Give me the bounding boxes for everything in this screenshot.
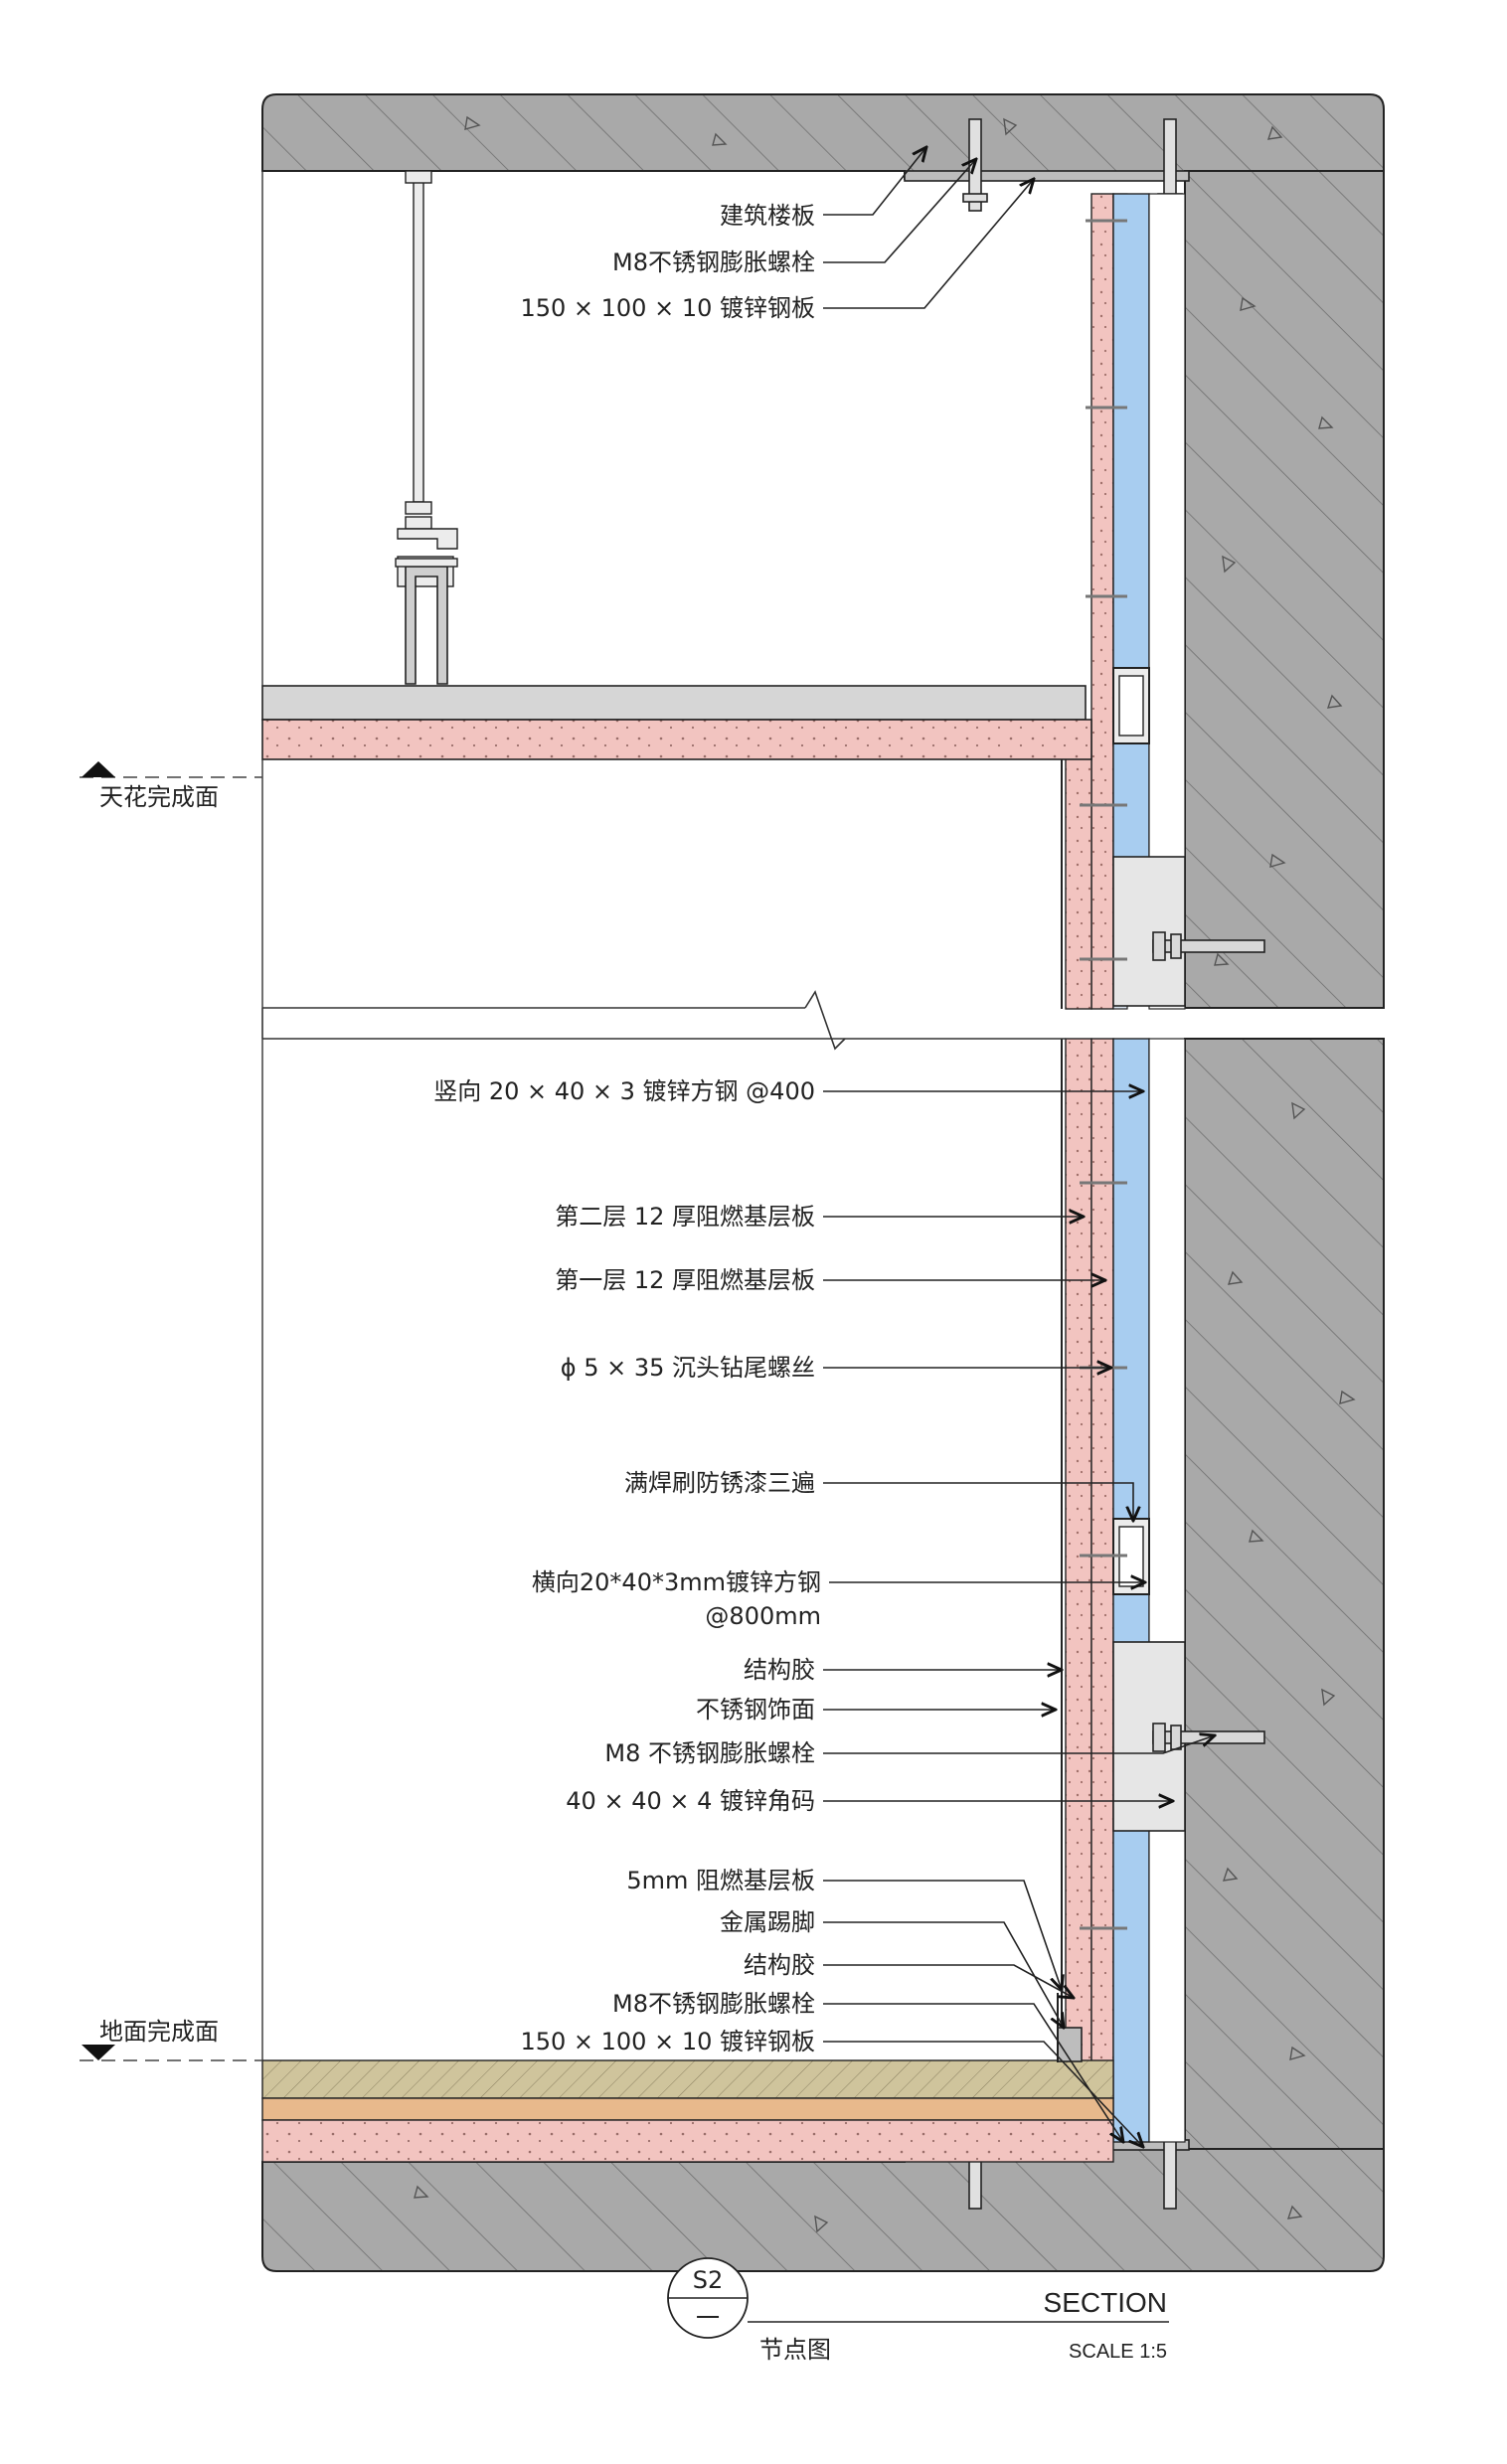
sheet-number: 一 (696, 2304, 720, 2332)
view-title: SECTION (1044, 2287, 1167, 2318)
floor-level-label: 地面完成面 (99, 2018, 219, 2046)
scale-label: SCALE 1:5 (1069, 2341, 1167, 2363)
callout-angle-bracket: 40 × 40 × 4 镀锌角码 (566, 1787, 815, 1815)
callout-top-bolt: M8不锈钢膨胀螺栓 (612, 248, 815, 276)
structure (261, 93, 1385, 2272)
bottom-slab (261, 2148, 1385, 2272)
wall-callouts: 竖向 20 × 40 × 3 镀锌方钢 @400 第二层 12 厚阻燃基层板 第… (433, 1077, 1215, 1815)
ceiling-level-mark: 天花完成面 (80, 761, 262, 811)
lower-wall (1184, 1038, 1385, 2150)
callout-adhesive: 结构胶 (744, 1656, 815, 1684)
top-steel-plate (904, 170, 1190, 182)
callout-weld: 满焊刷防锈漆三遍 (624, 1469, 815, 1497)
detail-number: S2 (693, 2266, 724, 2294)
callout-horizontal-tube: 横向20*40*3mm镀锌方钢 (532, 1568, 821, 1596)
upper-wall (1184, 170, 1385, 1009)
detail-name: 节点图 (759, 2336, 831, 2364)
wall-cladding (1061, 193, 1265, 2143)
callout-vertical-tube: 竖向 20 × 40 × 3 镀锌方钢 @400 (433, 1077, 815, 1105)
callout-top-plate: 150 × 100 × 10 镀锌钢板 (520, 294, 815, 322)
callout-wall-bolt: M8 不锈钢膨胀螺栓 (604, 1739, 815, 1767)
callout-skirting: 金属踢脚 (720, 1908, 815, 1936)
bottom-callouts: 5mm 阻燃基层板 金属踢脚 结构胶 M8不锈钢膨胀螺栓 150 × 100 ×… (520, 1867, 1143, 2147)
callout-board-1: 第一层 12 厚阻燃基层板 (555, 1266, 815, 1294)
callout-screw: ϕ 5 × 35 沉头钻尾螺丝 (561, 1354, 815, 1382)
ceiling-level-label: 天花完成面 (99, 783, 219, 811)
callout-stainless-finish: 不锈钢饰面 (696, 1696, 815, 1724)
callout-bottom-bolt: M8不锈钢膨胀螺栓 (612, 1990, 815, 2018)
callout-5mm-board: 5mm 阻燃基层板 (626, 1867, 815, 1894)
callout-bottom-adhesive: 结构胶 (744, 1951, 815, 1979)
floor-assembly (261, 1993, 1114, 2163)
callout-floor-slab: 建筑楼板 (720, 202, 815, 230)
top-slab (261, 93, 1385, 180)
title-block: S2 一 节点图 SECTION SCALE 1:5 (667, 2257, 1169, 2364)
callout-horizontal-spacing: @800mm (705, 1602, 821, 1630)
ceiling-assembly (261, 170, 1092, 760)
callout-bottom-plate: 150 × 100 × 10 镀锌钢板 (520, 2028, 815, 2055)
break-line (261, 990, 1066, 1051)
floor-level-mark: 地面完成面 (80, 2018, 262, 2061)
top-callouts: 建筑楼板 M8不锈钢膨胀螺栓 150 × 100 × 10 镀锌钢板 (520, 147, 1034, 322)
callout-board-2: 第二层 12 厚阻燃基层板 (555, 1203, 815, 1231)
